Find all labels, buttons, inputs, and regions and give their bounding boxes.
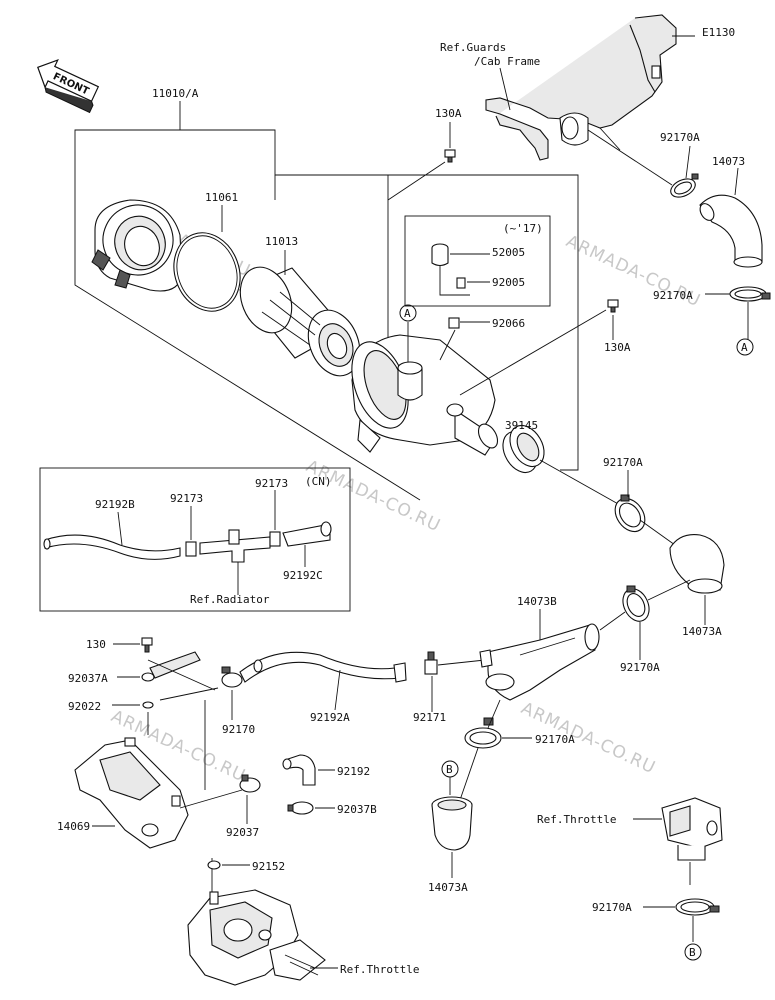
callout-b-right-text: B: [689, 946, 696, 959]
hose-92192: [282, 754, 316, 786]
label-92037a: 92037A: [68, 672, 108, 685]
label-92170a-3: 92170A: [603, 456, 643, 469]
air-cleaner-cover: [91, 199, 183, 292]
air-cleaner-housing: [351, 334, 499, 456]
washer-92022: [142, 701, 154, 709]
label-14073: 14073: [712, 155, 745, 168]
label-92192: 92192: [337, 765, 370, 778]
callout-b-right: [684, 943, 702, 961]
label-92192a: 92192A: [310, 711, 350, 724]
label-92170: 92170: [222, 723, 255, 736]
label-14073a-1: 14073A: [682, 625, 722, 638]
label-92192b: 92192B: [95, 498, 135, 511]
part-52005: [431, 243, 449, 267]
diagram-code: E1130: [702, 26, 735, 39]
air-cleaner-assembly-frame: [74, 101, 579, 501]
label-92170a-6: 92170A: [592, 901, 632, 914]
callout-a-right-text: A: [741, 341, 748, 354]
bolt-130: [141, 637, 153, 653]
label-11010a: 11010/A: [152, 87, 199, 100]
duct-14073: [699, 194, 763, 268]
label-92173-2: 92173: [255, 477, 288, 490]
cn-note: (CN): [305, 475, 332, 488]
throttle-body-right: [661, 797, 723, 861]
tee-connector: [199, 529, 271, 563]
clamp-92170: [221, 666, 243, 688]
label-92192c: 92192C: [283, 569, 323, 582]
label-92170a-1: 92170A: [660, 131, 700, 144]
label-92037b: 92037B: [337, 803, 377, 816]
label-130a-top: 130A: [435, 107, 462, 120]
callout-a-left: [399, 304, 417, 322]
part-92066: [448, 317, 460, 329]
clamp-92037b: [287, 801, 314, 815]
sleeve-39145: [502, 424, 545, 474]
label-92170a-4: 92170A: [620, 661, 660, 674]
clamp-92173-right: [269, 531, 281, 547]
filter-element-11013: [239, 266, 361, 377]
label-14069: 14069: [57, 820, 90, 833]
hose-92192a: [239, 651, 407, 683]
label-39145: 39145: [505, 419, 538, 432]
label-52005: 52005: [492, 246, 525, 259]
radiator-hose-box: [39, 467, 351, 612]
front-arrow-icon: FRONT: [37, 59, 100, 114]
callout-a-left-text: A: [404, 307, 411, 320]
clamp-92170a-4: [622, 585, 650, 622]
clamp-92037: [239, 774, 261, 793]
label-14073a-2: 14073A: [428, 881, 468, 894]
bracket-14069: [74, 737, 189, 849]
label-130: 130: [86, 638, 106, 651]
clamp-92171: [424, 651, 438, 675]
o-ring-11061: [173, 232, 241, 312]
ref-radiator-label: Ref.Radiator: [190, 593, 270, 606]
label-11013: 11013: [265, 235, 298, 248]
throttle-body-bottom: [187, 889, 326, 986]
cab-frame-bracket: [485, 14, 677, 161]
label-14073b: 14073B: [517, 595, 557, 608]
label-92066: 92066: [492, 317, 525, 330]
label-92152: 92152: [252, 860, 285, 873]
part-92005: [456, 277, 466, 289]
label-92022: 92022: [68, 700, 101, 713]
label-92170a-2: 92170A: [653, 289, 693, 302]
label-92005: 92005: [492, 276, 525, 289]
clamp-92173-left: [185, 541, 197, 557]
year-variant-box: [404, 215, 551, 307]
ref-guards-label: Ref.Guards: [440, 41, 506, 54]
ref-throttle-right-label: Ref.Throttle: [537, 813, 616, 826]
seal-92152: [207, 860, 221, 870]
label-92173-1: 92173: [170, 492, 203, 505]
label-92171: 92171: [413, 711, 446, 724]
label-92037: 92037: [226, 826, 259, 839]
clamp-92170a-3: [614, 494, 646, 533]
ref-throttle-bottom-label: Ref.Throttle: [340, 963, 419, 976]
year-note: (~'17): [503, 222, 543, 235]
clamp-92170a-5: [464, 717, 502, 749]
callout-a-right: [736, 338, 754, 356]
hose-92192c: [282, 521, 332, 547]
label-92170a-5: 92170A: [535, 733, 575, 746]
hose-92192b: [43, 534, 181, 560]
clamp-92170a-6: [675, 898, 720, 916]
ref-cab-frame-label: /Cab Frame: [474, 55, 540, 68]
duct-14073a-lower: [431, 796, 473, 851]
bolt-130a-top: [444, 149, 456, 163]
clamp-92170a-2: [729, 286, 771, 302]
bolt-130a-right: [607, 299, 619, 313]
callout-b-left-text: B: [446, 763, 453, 776]
label-11061: 11061: [205, 191, 238, 204]
duct-14073b: [479, 623, 600, 701]
bracket-92037a: [141, 651, 201, 682]
label-130a-right: 130A: [604, 341, 631, 354]
clamp-92170a-top: [670, 173, 699, 198]
duct-14073a-upper: [669, 533, 725, 594]
